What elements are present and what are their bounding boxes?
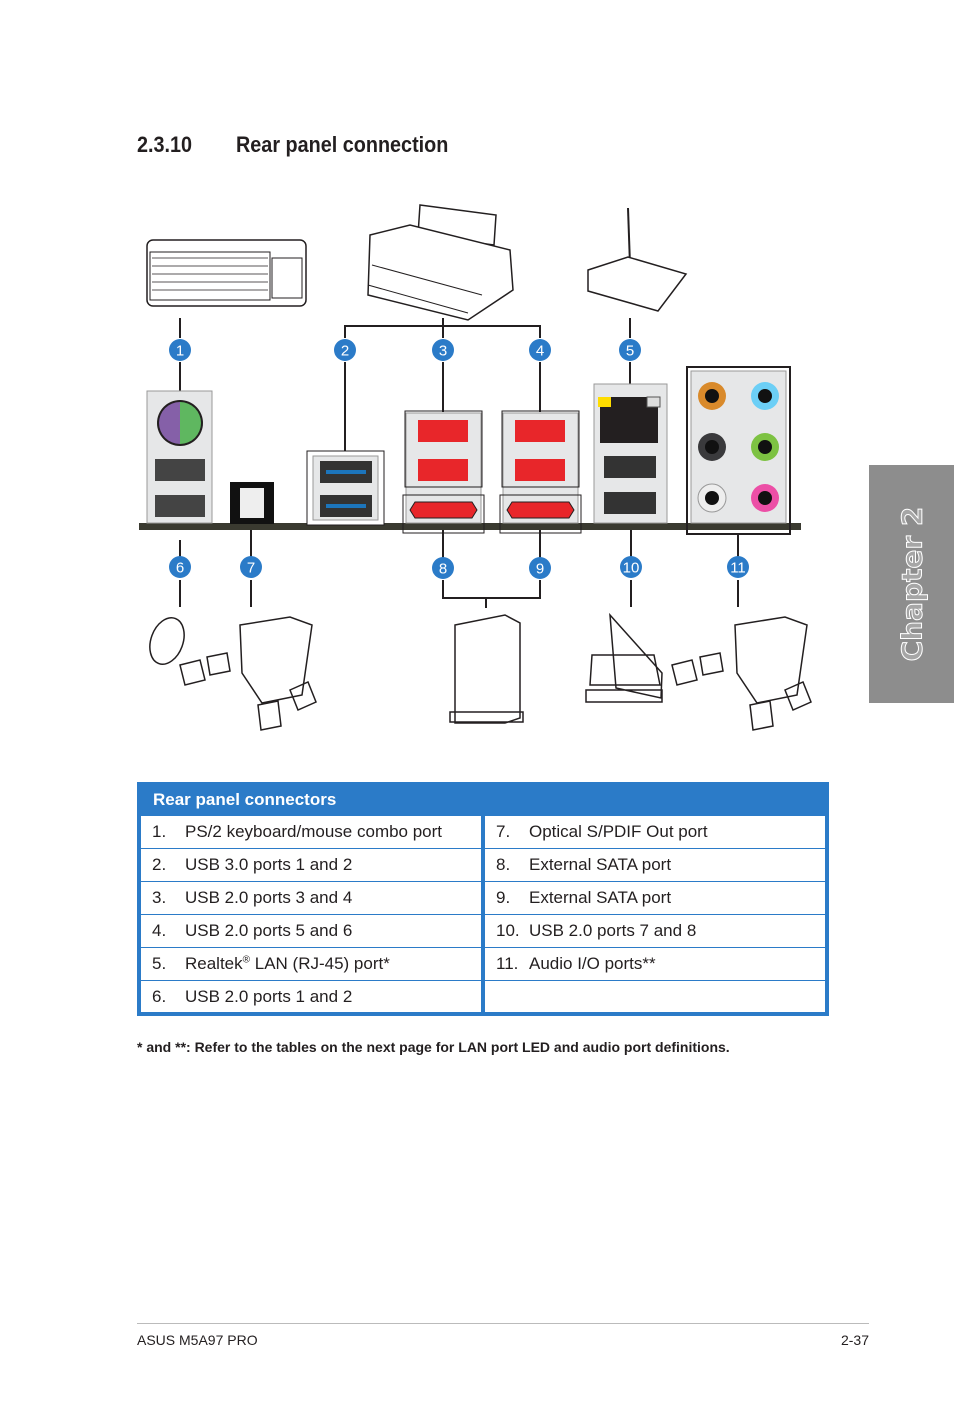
section-heading: 2.3.10 Rear panel connection [137,132,448,158]
item-number: 2. [152,855,167,874]
callout-number: 9 [536,561,544,578]
callout-number: 1 [176,343,184,360]
page-number: 2-37 [840,1332,869,1348]
registered-mark: ® [242,954,251,966]
section-title: Rear panel connection [236,132,449,157]
callout-number: 8 [439,561,447,578]
item-label: USB 2.0 ports 7 and 8 [529,921,697,940]
table-row: 3. USB 2.0 ports 3 and 4 [141,882,481,915]
item-number: 5. [152,954,167,973]
callout-1 [169,339,191,361]
footnote: * and **: Refer to the tables on the nex… [137,1039,730,1055]
item-number: 9. [496,888,511,907]
item-number: 6. [152,986,167,1006]
item-number: 4. [152,921,167,940]
printer-icon [367,204,514,321]
laptop-icon [585,612,663,703]
chapter-tab: Chapter 2 [869,465,954,703]
chapter-tab-label: Chapter 2 [895,506,929,662]
callout-10 [620,556,642,578]
callout-number: 3 [439,343,447,360]
item-number: 8. [496,855,511,874]
callout-9 [529,557,551,579]
item-label: USB 2.0 ports 3 and 4 [185,888,353,907]
speakers-icon [179,616,317,731]
item-label: USB 3.0 ports 1 and 2 [185,855,353,874]
item-label: Optical S/PDIF Out port [529,822,708,841]
item-number: 7. [496,822,511,841]
rear-panel-diagram: 1 2 3 4 5 6 7 8 9 10 11 [139,204,812,731]
callout-7 [240,556,262,578]
panel-rail [139,523,801,530]
ps2-usb-block [146,390,213,524]
item-label: External SATA port [529,855,672,874]
item-label: USB 2.0 ports 5 and 6 [185,921,353,940]
section-number: 2.3.10 [137,132,193,157]
lan-usb-block [593,383,668,524]
item-label: PS/2 keyboard/mouse combo port [185,822,443,841]
item-number: 11. [496,954,519,973]
rear-panel-connectors-table: Rear panel connectors 1. PS/2 keyboard/mo… [137,782,829,1016]
table-row: 6. USB 2.0 ports 1 and 2 [141,981,481,1012]
external-drive-icon [449,614,524,724]
table-row: 10. USB 2.0 ports 7 and 8 [485,915,825,948]
callout-number: 11 [730,560,746,577]
usb3-block [306,450,385,526]
table-row: 4. USB 2.0 ports 5 and 6 [141,915,481,948]
keyboard-icon [146,239,307,307]
router-icon [587,207,688,312]
callout-number: 6 [176,560,184,577]
usb2-esata-block-a [402,410,485,534]
table-title: Rear panel connectors [153,790,337,809]
callout-4 [529,339,551,361]
callout-number: 4 [536,343,544,360]
callout-number: 10 [623,560,640,577]
callout-number: 5 [626,343,634,360]
item-label: Realtek® LAN (RJ-45) port* [185,954,390,974]
callout-5 [619,339,641,361]
table-row: 11. Audio I/O ports** [485,948,825,981]
audio-block [686,366,791,535]
table-row: 5. Realtek® LAN (RJ-45) port* [141,948,481,981]
speakers-icon-2 [671,616,812,731]
callout-2 [334,339,356,361]
item-label: External SATA port [529,888,672,907]
mouse-icon [149,617,185,665]
footer-product: ASUS M5A97 PRO [137,1332,258,1348]
table-row: 7. Optical S/PDIF Out port [485,816,825,849]
item-number: 10. [496,921,520,940]
item-number: 1. [152,822,167,841]
table-row: 1. PS/2 keyboard/mouse combo port [141,816,481,849]
callout-number: 7 [247,560,255,577]
table-row: 2. USB 3.0 ports 1 and 2 [141,849,481,882]
usb2-esata-block-b [499,410,582,534]
item-number: 3. [152,888,167,907]
footer-divider [137,1323,869,1324]
callout-6 [169,556,191,578]
callout-8 [432,557,454,579]
label-part: Realtek [185,954,243,973]
table-row-empty [485,981,825,1012]
item-label: USB 2.0 ports 1 and 2 [185,986,353,1006]
connector-lines [179,318,739,608]
callout-3 [432,339,454,361]
table-row: 8. External SATA port [485,849,825,882]
item-label: Audio I/O ports** [529,954,656,973]
label-part: LAN (RJ-45) port* [250,954,390,973]
table-right-column: 7. Optical S/PDIF Out port 8. External SAT… [485,816,825,1012]
table-row: 9. External SATA port [485,882,825,915]
callout-11 [727,556,749,578]
table-left-column: 1. PS/2 keyboard/mouse combo port 2. USB 3… [141,816,481,1012]
optical-spdif-port [230,482,274,524]
callout-number: 2 [341,343,349,360]
